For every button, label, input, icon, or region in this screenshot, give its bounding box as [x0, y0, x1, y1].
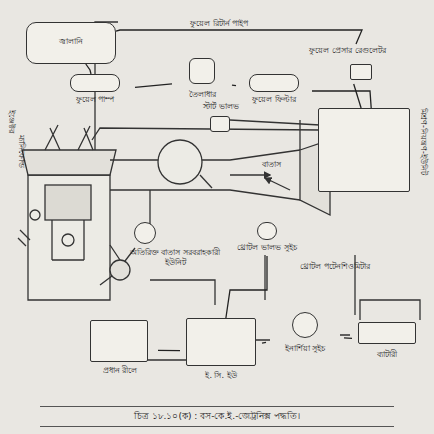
component-outline	[189, 58, 215, 84]
component-outline	[134, 222, 156, 244]
component-outline	[70, 74, 120, 92]
component-label: ইনার্শিয়া সুইচ	[266, 344, 344, 354]
component-label: অতিরিক্ত বাতাস সরবরাহকারী ইউনিট	[128, 248, 222, 268]
start-valve: স্টার্ট ভালভ	[190, 100, 252, 134]
fuel-or-wire-line	[86, 64, 91, 74]
fuel-or-wire-line	[354, 84, 361, 108]
fuel-or-wire-line	[135, 84, 172, 88]
component-label: ই. সি. ইউ	[180, 371, 262, 381]
edge-label: ফুয়েল রিটার্ন পাইপ	[190, 17, 248, 30]
component-outline	[210, 116, 230, 132]
component-outline	[90, 320, 148, 362]
component-label: প্রধান রীলে	[82, 366, 158, 376]
part-label: ইঞ্জেক্টর	[6, 110, 16, 133]
component-outline	[249, 74, 299, 92]
component-label: ফুয়েল ফিল্টার	[236, 95, 312, 105]
battery: ব্যাটারী	[352, 318, 422, 364]
component-label: মিশ্রণ-নিয়ন্ত্রণ-ইউনিট	[414, 108, 428, 175]
part-label: থ্রোটল পটেনশিওমিটার	[300, 262, 370, 272]
fuel-or-wire-line	[116, 30, 362, 44]
accumulator: তৈলাধার	[172, 58, 232, 104]
component-label: ফুয়েল পাম্প	[55, 95, 135, 105]
fuel-or-wire-line	[158, 350, 180, 352]
throttle-switch: থ্রোটল ভালভ সুইচ	[232, 222, 302, 256]
part-label: বাতাস	[262, 160, 281, 170]
main-relay: প্রধান রীলে	[82, 320, 158, 380]
aux-air-unit: অতিরিক্ত বাতাস সরবরাহকারী ইউনিট	[128, 222, 222, 278]
fuel-pump: ফুয়েল পাম্প	[55, 74, 135, 108]
pressure-regulator: ফুয়েল প্রেসার রেগুলেটর	[290, 44, 405, 84]
component-outline	[292, 312, 318, 338]
inertia-switch: ইনার্শিয়া সুইচ	[266, 312, 344, 358]
mixture-control-unit: মিশ্রণ-নিয়ন্ত্রণ-ইউনিট	[318, 108, 430, 192]
component-outline	[350, 64, 372, 80]
part-label: ম্যানিফোল্ড	[16, 135, 26, 168]
component-label: ব্যাটারী	[352, 350, 422, 360]
component-outline	[358, 322, 416, 344]
component-label: থ্রোটল ভালভ সুইচ	[232, 243, 302, 253]
fuel-or-wire-line	[312, 91, 371, 108]
component-label: তৈলাধার	[172, 90, 232, 100]
fuel-or-wire-line	[232, 85, 236, 87]
component-label: ফুয়েল প্রেসার রেগুলেটর	[290, 46, 405, 56]
ecu-box: ই. সি. ইউ	[180, 318, 262, 384]
component-label: স্টার্ট ভালভ	[190, 102, 252, 112]
component-label: জ্বালানি	[26, 37, 116, 47]
fuel-or-wire-line	[262, 342, 266, 344]
figure-caption: চিত্র ১৮.১০(ক) : বস-কে.ই.-জেট্রনিক্স পদ্…	[40, 406, 394, 427]
fuel-tank: জ্বালানি	[26, 22, 116, 64]
component-outline	[318, 108, 410, 192]
fuel-or-wire-line	[226, 256, 267, 318]
component-outline	[186, 318, 256, 366]
component-outline	[257, 222, 277, 240]
fuel-filter: ফুয়েল ফিল্টার	[236, 74, 312, 108]
fuel-or-wire-line	[344, 337, 352, 339]
